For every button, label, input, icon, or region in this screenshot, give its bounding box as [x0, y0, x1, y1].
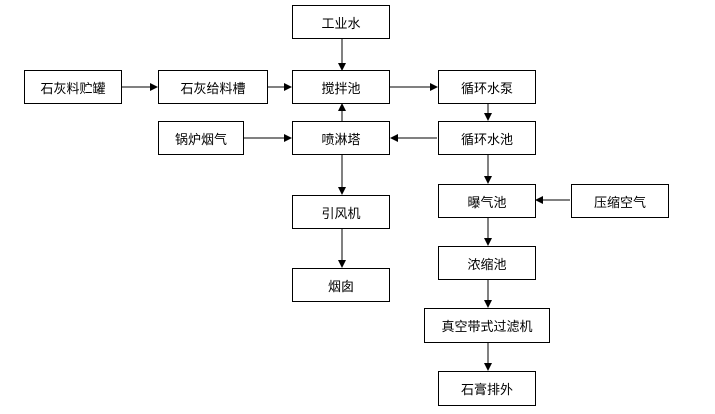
chimney-box: 烟囱: [292, 268, 390, 302]
circulating-pool-box: 循环水池: [438, 121, 536, 155]
lime-storage-tank-box: 石灰料贮罐: [24, 70, 122, 104]
mixing-tank-box: 搅拌池: [292, 70, 390, 104]
lime-feed-tank-box: 石灰给料槽: [158, 70, 268, 104]
industrial-water-box: 工业水: [292, 5, 390, 39]
circulating-pump-box: 循环水泵: [438, 70, 536, 104]
aeration-tank-box: 曝气池: [438, 184, 536, 218]
spray-tower-box: 喷淋塔: [292, 121, 390, 155]
boiler-flue-gas-box: 锅炉烟气: [158, 121, 244, 155]
thickener-box: 浓缩池: [438, 246, 536, 280]
vacuum-belt-filter-box: 真空带式过滤机: [424, 308, 550, 343]
gypsum-discharge-box: 石膏排外: [438, 371, 536, 406]
compressed-air-box: 压缩空气: [571, 184, 669, 218]
induced-draft-fan-box: 引风机: [292, 195, 390, 229]
